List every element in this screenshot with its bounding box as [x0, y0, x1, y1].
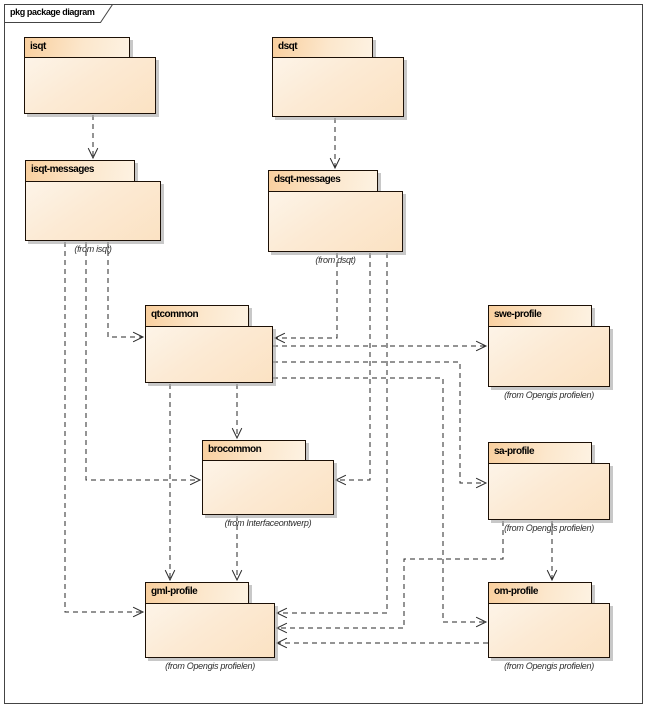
package-from-label: (from dsqt): [315, 255, 356, 265]
open-arrowhead-icon: [275, 622, 288, 634]
connector-dsqt-messages-to-qtcommon[interactable]: [273, 253, 338, 344]
frame-title-tab: pkg package diagram: [4, 4, 116, 24]
package-name-label: gml-profile: [151, 586, 198, 597]
package-tab-dsqt: dsqt: [272, 37, 373, 58]
open-arrowhead-icon: [189, 474, 202, 486]
dependency-line[interactable]: [64, 242, 143, 613]
open-arrowhead-icon: [329, 157, 341, 170]
open-arrowhead-icon: [87, 147, 99, 160]
open-arrowhead-icon: [231, 569, 243, 582]
package-name-label: swe-profile: [494, 309, 542, 320]
frame-title-label: pkg package diagram: [10, 7, 95, 17]
connector-qtcommon-to-gml-profile[interactable]: [164, 384, 176, 582]
dependency-line[interactable]: [277, 253, 388, 614]
package-isqt-messages[interactable]: isqt-messages (from isqt): [25, 160, 161, 254]
package-brocommon[interactable]: brocommon (from Interfaceontwerp): [202, 440, 334, 528]
package-tab-om-profile: om-profile: [488, 582, 592, 604]
open-arrowhead-icon: [132, 331, 145, 343]
dependency-line[interactable]: [107, 242, 143, 338]
package-tab-sa-profile: sa-profile: [488, 442, 592, 464]
dependency-line[interactable]: [273, 377, 486, 623]
open-arrowhead-icon: [475, 340, 488, 352]
dependency-line[interactable]: [277, 521, 504, 629]
package-name-label: om-profile: [494, 586, 538, 597]
connector-sa-profile-to-om-profile[interactable]: [546, 521, 558, 582]
package-body-qtcommon: [145, 326, 273, 383]
package-from-label: (from Opengis profielen): [504, 523, 594, 533]
package-name-label: dsqt: [278, 41, 298, 52]
connector-om-profile-to-gml-profile[interactable]: [275, 637, 488, 649]
connector-brocommon-to-gml-profile[interactable]: [231, 516, 243, 582]
connector-sa-profile-to-gml-profile[interactable]: [275, 521, 504, 634]
package-body-om-profile: [488, 603, 610, 658]
package-body-swe-profile: [488, 326, 610, 387]
package-tab-qtcommon: qtcommon: [145, 305, 249, 327]
connector-isqt-to-isqt-messages[interactable]: [87, 115, 99, 160]
package-tab-gml-profile: gml-profile: [145, 582, 249, 604]
connector-isqt-messages-to-qtcommon[interactable]: [107, 242, 145, 343]
package-from-label: (from Interfaceontwerp): [224, 518, 312, 528]
package-sa-profile[interactable]: sa-profile (from Opengis profielen): [488, 442, 610, 533]
connector-isqt-messages-to-gml-profile[interactable]: [64, 242, 145, 618]
package-tab-swe-profile: swe-profile: [488, 305, 592, 327]
package-name-label: sa-profile: [494, 446, 535, 457]
package-from-label: (from Opengis profielen): [165, 661, 255, 671]
package-body-sa-profile: [488, 463, 610, 520]
package-swe-profile[interactable]: swe-profile (from Opengis profielen): [488, 305, 610, 400]
package-tab-isqt: isqt: [24, 37, 130, 58]
open-arrowhead-icon: [164, 569, 176, 582]
package-body-gml-profile: [145, 603, 275, 658]
package-body-dsqt-messages: [268, 191, 403, 252]
package-isqt[interactable]: isqt: [24, 37, 156, 114]
package-name-label: brocommon: [208, 444, 262, 455]
connector-qtcommon-to-swe-profile[interactable]: [273, 340, 488, 352]
package-tab-brocommon: brocommon: [202, 440, 306, 461]
package-body-dsqt: [272, 57, 404, 117]
open-arrowhead-icon: [273, 332, 286, 344]
open-arrowhead-icon: [546, 569, 558, 582]
open-arrowhead-icon: [132, 606, 145, 618]
open-arrowhead-icon: [231, 427, 243, 440]
package-gml-profile[interactable]: gml-profile (from Opengis profielen): [145, 582, 275, 671]
open-arrowhead-icon: [475, 616, 488, 628]
package-name-label: isqt: [30, 41, 46, 52]
package-dsqt-messages[interactable]: dsqt-messages (from dsqt): [268, 170, 403, 265]
open-arrowhead-icon: [275, 607, 288, 619]
package-tab-dsqt-messages: dsqt-messages: [268, 170, 378, 192]
dependency-line[interactable]: [273, 361, 486, 484]
connector-qtcommon-to-sa-profile[interactable]: [273, 361, 488, 489]
connector-qtcommon-to-om-profile[interactable]: [273, 377, 488, 628]
open-arrowhead-icon: [475, 477, 488, 489]
frame-tab-shape: [4, 4, 114, 23]
package-tab-isqt-messages: isqt-messages: [25, 160, 135, 182]
package-from-label: (from isqt): [74, 244, 112, 254]
package-body-isqt-messages: [25, 181, 161, 241]
package-name-label: isqt-messages: [31, 164, 94, 175]
package-om-profile[interactable]: om-profile (from Opengis profielen): [488, 582, 610, 671]
package-qtcommon[interactable]: qtcommon: [145, 305, 273, 383]
package-from-label: (from Opengis profielen): [504, 661, 594, 671]
connector-dsqt-messages-to-brocommon[interactable]: [334, 253, 371, 486]
package-body-brocommon: [202, 460, 334, 515]
package-dsqt[interactable]: dsqt: [272, 37, 404, 117]
package-body-isqt: [24, 57, 156, 114]
connector-dsqt-to-dsqt-messages[interactable]: [329, 118, 341, 170]
connector-dsqt-messages-to-gml-profile[interactable]: [275, 253, 388, 619]
dependency-line[interactable]: [275, 253, 338, 339]
open-arrowhead-icon: [275, 637, 288, 649]
connector-qtcommon-to-brocommon[interactable]: [231, 384, 243, 440]
open-arrowhead-icon: [334, 474, 347, 486]
package-name-label: dsqt-messages: [274, 174, 341, 185]
dependency-line[interactable]: [85, 242, 200, 481]
connector-isqt-messages-to-brocommon[interactable]: [85, 242, 202, 486]
package-name-label: qtcommon: [151, 309, 199, 320]
dependency-line[interactable]: [336, 253, 371, 481]
package-from-label: (from Opengis profielen): [504, 390, 594, 400]
